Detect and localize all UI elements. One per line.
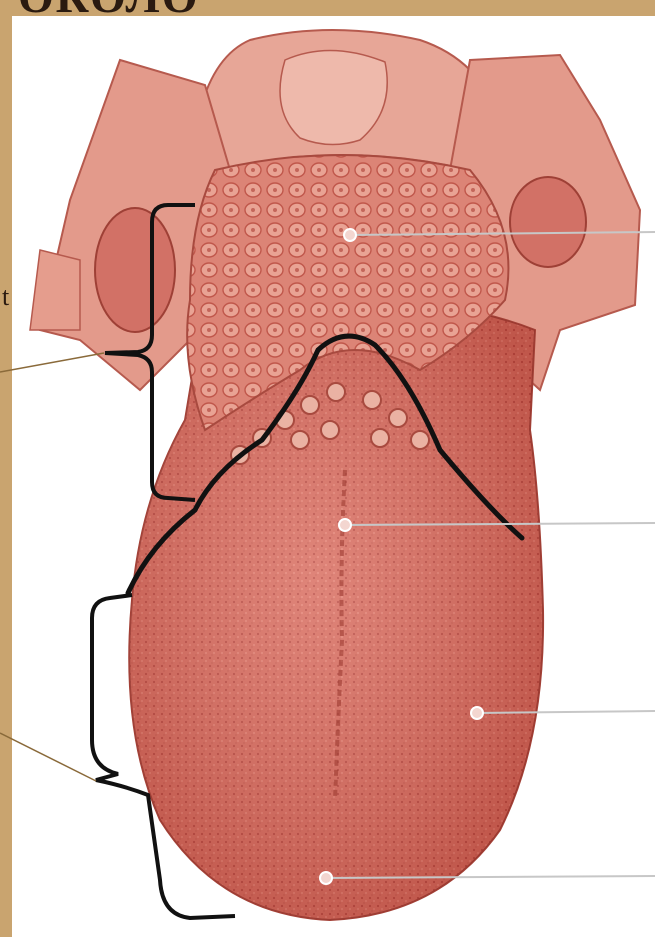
body-leader-line (0, 733, 96, 781)
right-palatine-tonsil (510, 177, 586, 267)
root-leader-line (0, 353, 104, 372)
left-palatine-tonsil (95, 208, 175, 332)
